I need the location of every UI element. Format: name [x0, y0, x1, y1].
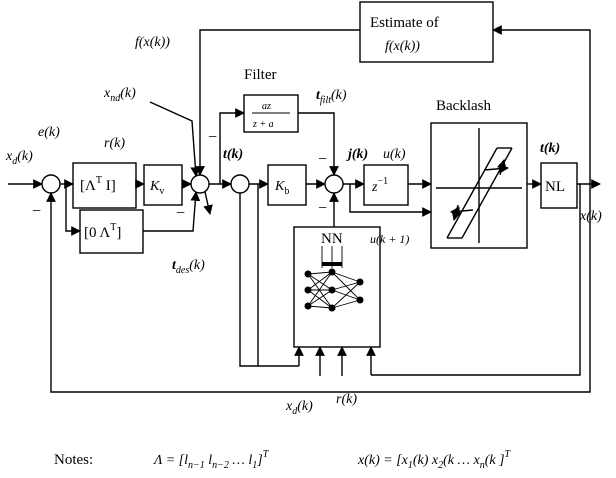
minus-sign-3: −	[176, 205, 185, 222]
fhat-signal-label: f(x(k))	[135, 35, 170, 50]
zero-lambda-label: [0 ΛT]	[84, 222, 121, 241]
uhat-signal-label: u(k)	[383, 147, 406, 162]
delay-label: z−1	[371, 176, 388, 195]
uhat-next-signal-label: u(k + 1)	[370, 232, 409, 246]
minus-sign-4: −	[318, 151, 327, 168]
estimate-label-line2: f(x(k))	[385, 39, 420, 54]
minus-sign-2: −	[208, 129, 217, 146]
backlash-title: Backlash	[436, 98, 491, 114]
t-output-signal-label: t(k)	[540, 141, 560, 156]
lambda-definition: Λ = [ln−1 ln−2 … l1]T	[152, 449, 270, 471]
minus-sign-1: −	[32, 203, 41, 220]
lambda-i-label: [ΛT I]	[80, 175, 116, 194]
ttilde-signal-label: t(k)	[223, 147, 243, 162]
nn-label: NN	[321, 231, 343, 247]
tfilt-signal-label: tfilt(k)	[316, 88, 347, 106]
nn-input-r-label: r(k)	[336, 392, 357, 407]
r-signal-label: r(k)	[104, 136, 125, 151]
estimate-block	[359, 1, 494, 63]
xbar-signal-label: x(k)	[579, 209, 602, 224]
minus-sign-5: −	[318, 200, 327, 217]
j-signal-label: j(k)	[346, 147, 368, 162]
sum-junction-3	[230, 174, 250, 194]
xnd-signal-label: xnd(k)	[103, 86, 136, 104]
nl-label: NL	[545, 179, 565, 195]
notes-label: Notes:	[54, 452, 93, 468]
kb-block	[267, 164, 307, 206]
filter-numerator: az	[262, 101, 271, 112]
tdes-signal-label: tdes(k)	[172, 258, 205, 276]
error-signal-label: e(k)	[38, 125, 60, 140]
kb-label: Kb	[274, 179, 289, 197]
filter-denominator: z + a	[252, 119, 274, 130]
sum-junction-1	[41, 174, 61, 194]
xd-signal-label: xd(k)	[5, 149, 33, 167]
sum-junction-4	[324, 174, 344, 194]
filter-title: Filter	[244, 67, 277, 83]
kv-label: Kv	[149, 179, 164, 197]
nn-block	[293, 226, 381, 348]
nn-input-xd-label: xd(k)	[285, 399, 313, 417]
sum-junction-2	[190, 174, 210, 194]
estimate-label-line1: Estimate of	[370, 15, 439, 31]
xbar-definition: x(k) = [x1(k) x2(k … xn(k ]T	[357, 449, 512, 471]
